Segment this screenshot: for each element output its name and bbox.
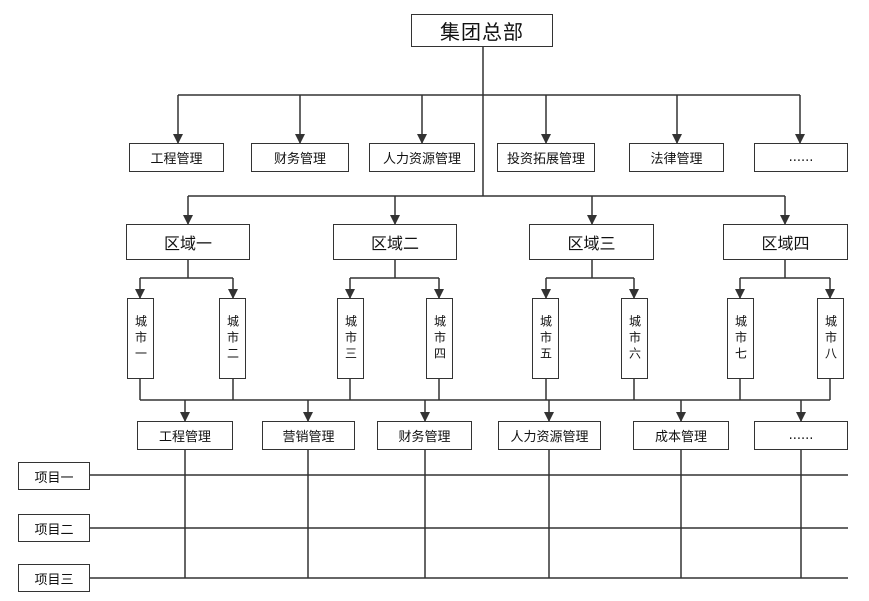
- hq-dept-hr: 人力资源管理: [369, 143, 475, 172]
- city-8: 城市八: [817, 298, 844, 379]
- project-2: 项目二: [18, 514, 90, 542]
- hq-dept-more: ......: [754, 143, 848, 172]
- city-dept-hr: 人力资源管理: [498, 421, 601, 450]
- city-5: 城市五: [532, 298, 559, 379]
- region-3: 区域三: [529, 224, 654, 260]
- region-4: 区域四: [723, 224, 848, 260]
- city-3: 城市三: [337, 298, 364, 379]
- hq-dept-legal: 法律管理: [629, 143, 724, 172]
- city-4: 城市四: [426, 298, 453, 379]
- city-6: 城市六: [621, 298, 648, 379]
- hq-dept-finance: 财务管理: [251, 143, 349, 172]
- project-3: 项目三: [18, 564, 90, 592]
- city-1: 城市一: [127, 298, 154, 379]
- hq-dept-investment: 投资拓展管理: [497, 143, 595, 172]
- city-dept-more: ......: [754, 421, 848, 450]
- hq-dept-engineering: 工程管理: [129, 143, 224, 172]
- city-dept-cost: 成本管理: [633, 421, 729, 450]
- project-1: 项目一: [18, 462, 90, 490]
- city-dept-marketing: 营销管理: [262, 421, 355, 450]
- city-dept-engineering: 工程管理: [137, 421, 233, 450]
- city-2: 城市二: [219, 298, 246, 379]
- region-2: 区域二: [333, 224, 457, 260]
- city-7: 城市七: [727, 298, 754, 379]
- headquarters-box: 集团总部: [411, 14, 553, 47]
- city-dept-finance: 财务管理: [377, 421, 472, 450]
- region-1: 区域一: [126, 224, 250, 260]
